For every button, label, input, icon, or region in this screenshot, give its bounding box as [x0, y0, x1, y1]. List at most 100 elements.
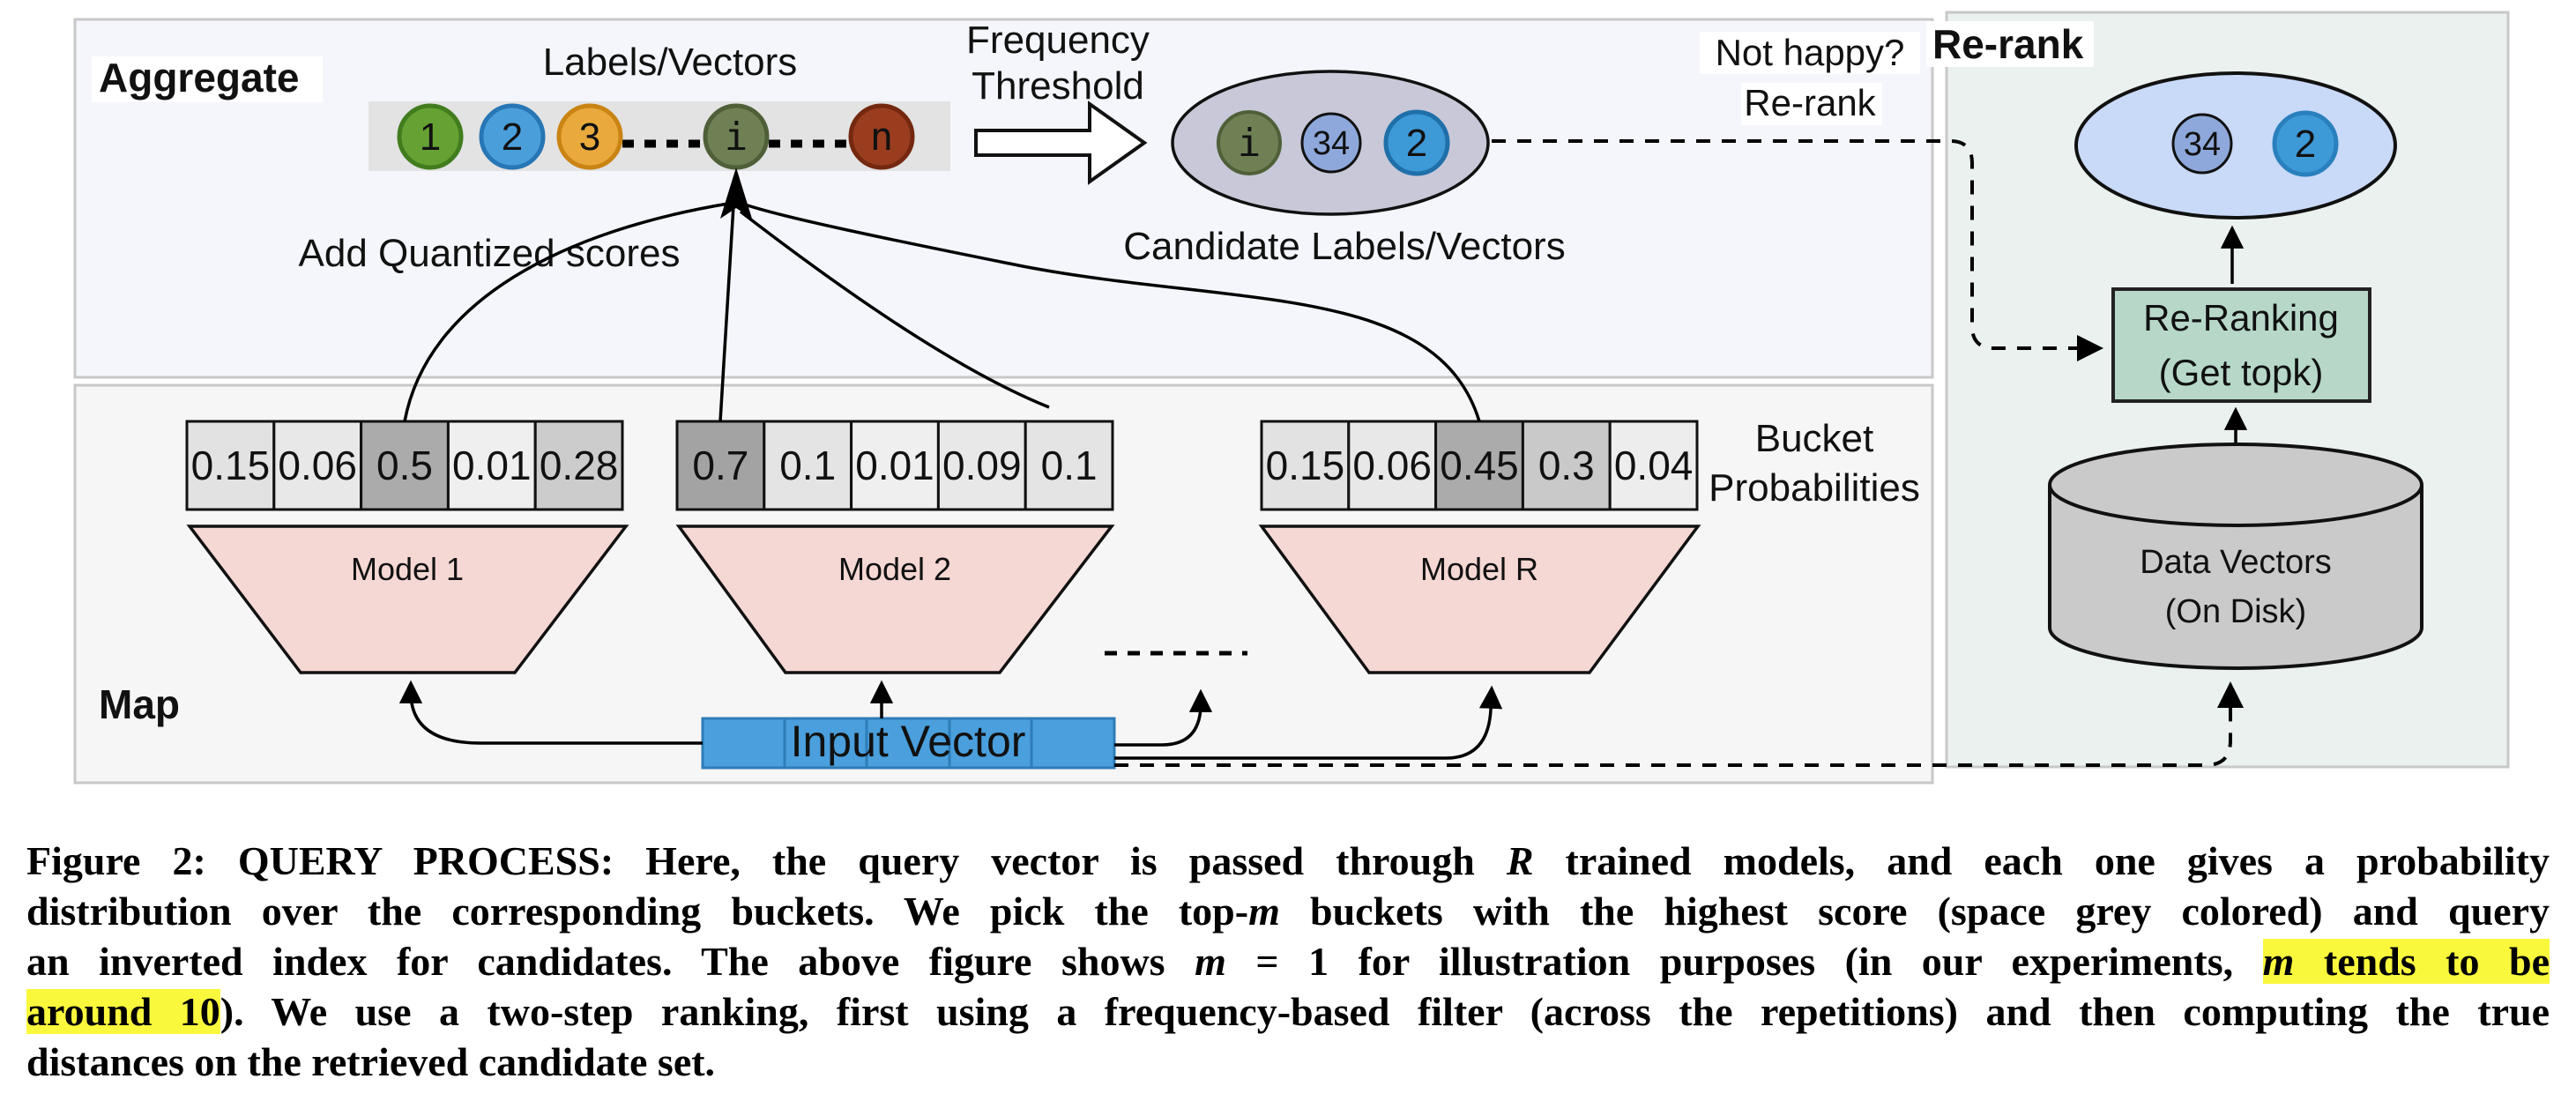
caption-text: Figure 2: QUERY PROCESS: Here, the query… — [26, 838, 1507, 883]
not-happy-plate-2 — [1741, 83, 1882, 125]
label-circle-text: i — [1238, 121, 1262, 166]
reranking-box — [2111, 287, 2371, 403]
bucket-cell — [1347, 420, 1438, 511]
bucket-probability-value: 0.7 — [692, 443, 748, 488]
trapezoid-model-r — [1258, 525, 1701, 674]
label-circle-text: 34 — [1313, 125, 1350, 162]
bucket-probability-value: 0.01 — [452, 443, 532, 488]
bucket-cell — [1521, 420, 1612, 511]
rerank-result-circles: 34 2 — [2171, 110, 2339, 177]
cylinder-body — [2048, 485, 2423, 670]
label-circle-text: 2 — [502, 115, 523, 159]
label-circle-text: 3 — [579, 115, 600, 159]
bucket-cell — [360, 420, 450, 511]
label-circle-3 — [556, 103, 623, 170]
bucket-cell — [446, 420, 537, 511]
labels-vectors-label: Labels/Vectors — [543, 41, 798, 84]
label-circle-text: 34 — [2184, 126, 2221, 163]
bucket-probability-value: 0.1 — [1041, 443, 1098, 488]
frequency-threshold-label-line2: Threshold — [972, 64, 1144, 108]
caption-text: an inverted index for candidates. The ab… — [26, 939, 1195, 984]
caption-line-5: distances on the retrieved candidate set… — [26, 1037, 2550, 1087]
caption-highlighted-text: around 10 — [26, 989, 220, 1034]
arrow-input-to-hidden-models — [1114, 688, 1213, 747]
label-circle-2 — [479, 103, 546, 170]
bucket-probability-value: 0.06 — [278, 443, 357, 488]
frequency-threshold-arrow-icon — [974, 100, 1148, 185]
curve-model-2-to-i — [718, 205, 735, 422]
cylinder-label-line2: (On Disk) — [2165, 593, 2306, 630]
model-2-label: Model 2 — [838, 551, 951, 587]
bucket-probability-value: 0.06 — [1352, 443, 1432, 488]
caption-highlighted-text: m — [2262, 939, 2295, 984]
bucket-cell — [1024, 420, 1114, 511]
label-circle-2 — [2272, 110, 2339, 177]
caption-text: distances on the retrieved candidate set… — [26, 1039, 716, 1084]
input-vector-label: Input Vector — [791, 717, 1026, 766]
bucket-probability-value: 0.45 — [1440, 443, 1519, 488]
bucket-probability-value: 0.1 — [779, 443, 836, 488]
bucket-cell — [272, 420, 363, 511]
caption-highlighted-text: tends to be — [2294, 939, 2550, 984]
bucket-cell — [763, 420, 853, 511]
caption-line-1: Figure 2: QUERY PROCESS: Here, the query… — [26, 836, 2550, 886]
caption-text: buckets with the highest score (space gr… — [1279, 889, 2550, 934]
candidate-caption: Candidate Labels/Vectors — [1123, 225, 1565, 268]
label-circle-text: 1 — [420, 115, 441, 159]
not-happy-label-line2: Re-rank — [1744, 82, 1876, 123]
input-vector-cell-dividers — [783, 718, 1033, 768]
bucket-cell — [533, 420, 624, 511]
label-circle-34 — [2171, 113, 2233, 175]
bucket-cell — [1260, 420, 1351, 511]
bucket-probability-value: 0.15 — [191, 443, 271, 488]
label-circle-2 — [1383, 109, 1450, 176]
bucket-probability-value: 0.3 — [1538, 443, 1595, 488]
caption-text: distribution over the corresponding buck… — [26, 889, 1249, 934]
caption-text: m — [1248, 889, 1280, 934]
curve-model-1-to-i — [403, 202, 729, 422]
arrow-input-to-model-r — [1114, 685, 1503, 760]
label-circle-text: n — [870, 115, 894, 160]
bucket-probabilities-label-line1: Bucket — [1755, 417, 1874, 460]
input-vector-box — [701, 717, 1116, 770]
label-circle-text: 2 — [2295, 123, 2316, 166]
label-circle-34 — [1300, 112, 1362, 174]
caption-text: trained models, and each one gives a pro… — [1533, 838, 2550, 883]
bucket-probability-value: 0.09 — [942, 443, 1022, 488]
cylinder-top — [2048, 443, 2423, 527]
figure-caption: Figure 2: QUERY PROCESS: Here, the query… — [26, 836, 2550, 1087]
aggregate-title-plate — [92, 56, 323, 102]
dashed-connector-candidates-to-reranking — [1492, 139, 2103, 361]
caption-line-4: around 10). We use a two-step ranking, f… — [26, 986, 2550, 1037]
caption-line-2: distribution over the corresponding buck… — [26, 886, 2550, 936]
rerank-result-ellipse — [2074, 71, 2397, 219]
cylinder-label-line1: Data Vectors — [2140, 544, 2332, 581]
dashed-connector-input-to-disk — [1114, 681, 2244, 767]
model-r-label: Model R — [1420, 551, 1538, 587]
map-title: Map — [99, 681, 180, 727]
rerank-title: Re-rank — [1932, 21, 2084, 67]
candidate-circles: i 34 2 — [1217, 109, 1450, 176]
bucket-probability-value: 0.15 — [1266, 443, 1345, 488]
panel-aggregate — [73, 18, 1934, 379]
bucket-cell — [1434, 420, 1524, 511]
arrowhead-into-circle-i — [720, 167, 752, 219]
label-circle-text: 2 — [1406, 122, 1427, 165]
bucket-probability-value: 0.01 — [855, 443, 934, 488]
add-quantized-label: Add Quantized scores — [299, 232, 681, 275]
frequency-threshold-label-line1: Frequency — [966, 19, 1150, 62]
rerank-title-plate — [1926, 21, 2094, 67]
bucket-probability-value: 0.5 — [376, 443, 433, 488]
reranking-box-label-line1: Re-Ranking — [2143, 297, 2339, 339]
bucket-cell — [850, 420, 940, 511]
reranking-box-label-line2: (Get topk) — [2159, 352, 2324, 393]
bucket-probabilities-label-line2: Probabilities — [1709, 466, 1920, 510]
arrow-input-to-model-1 — [398, 680, 703, 745]
caption-line-3: an inverted index for candidates. The ab… — [26, 936, 2550, 986]
not-happy-label-line1: Not happy? — [1716, 32, 1905, 73]
bucket-probability-value: 0.04 — [1614, 443, 1694, 488]
